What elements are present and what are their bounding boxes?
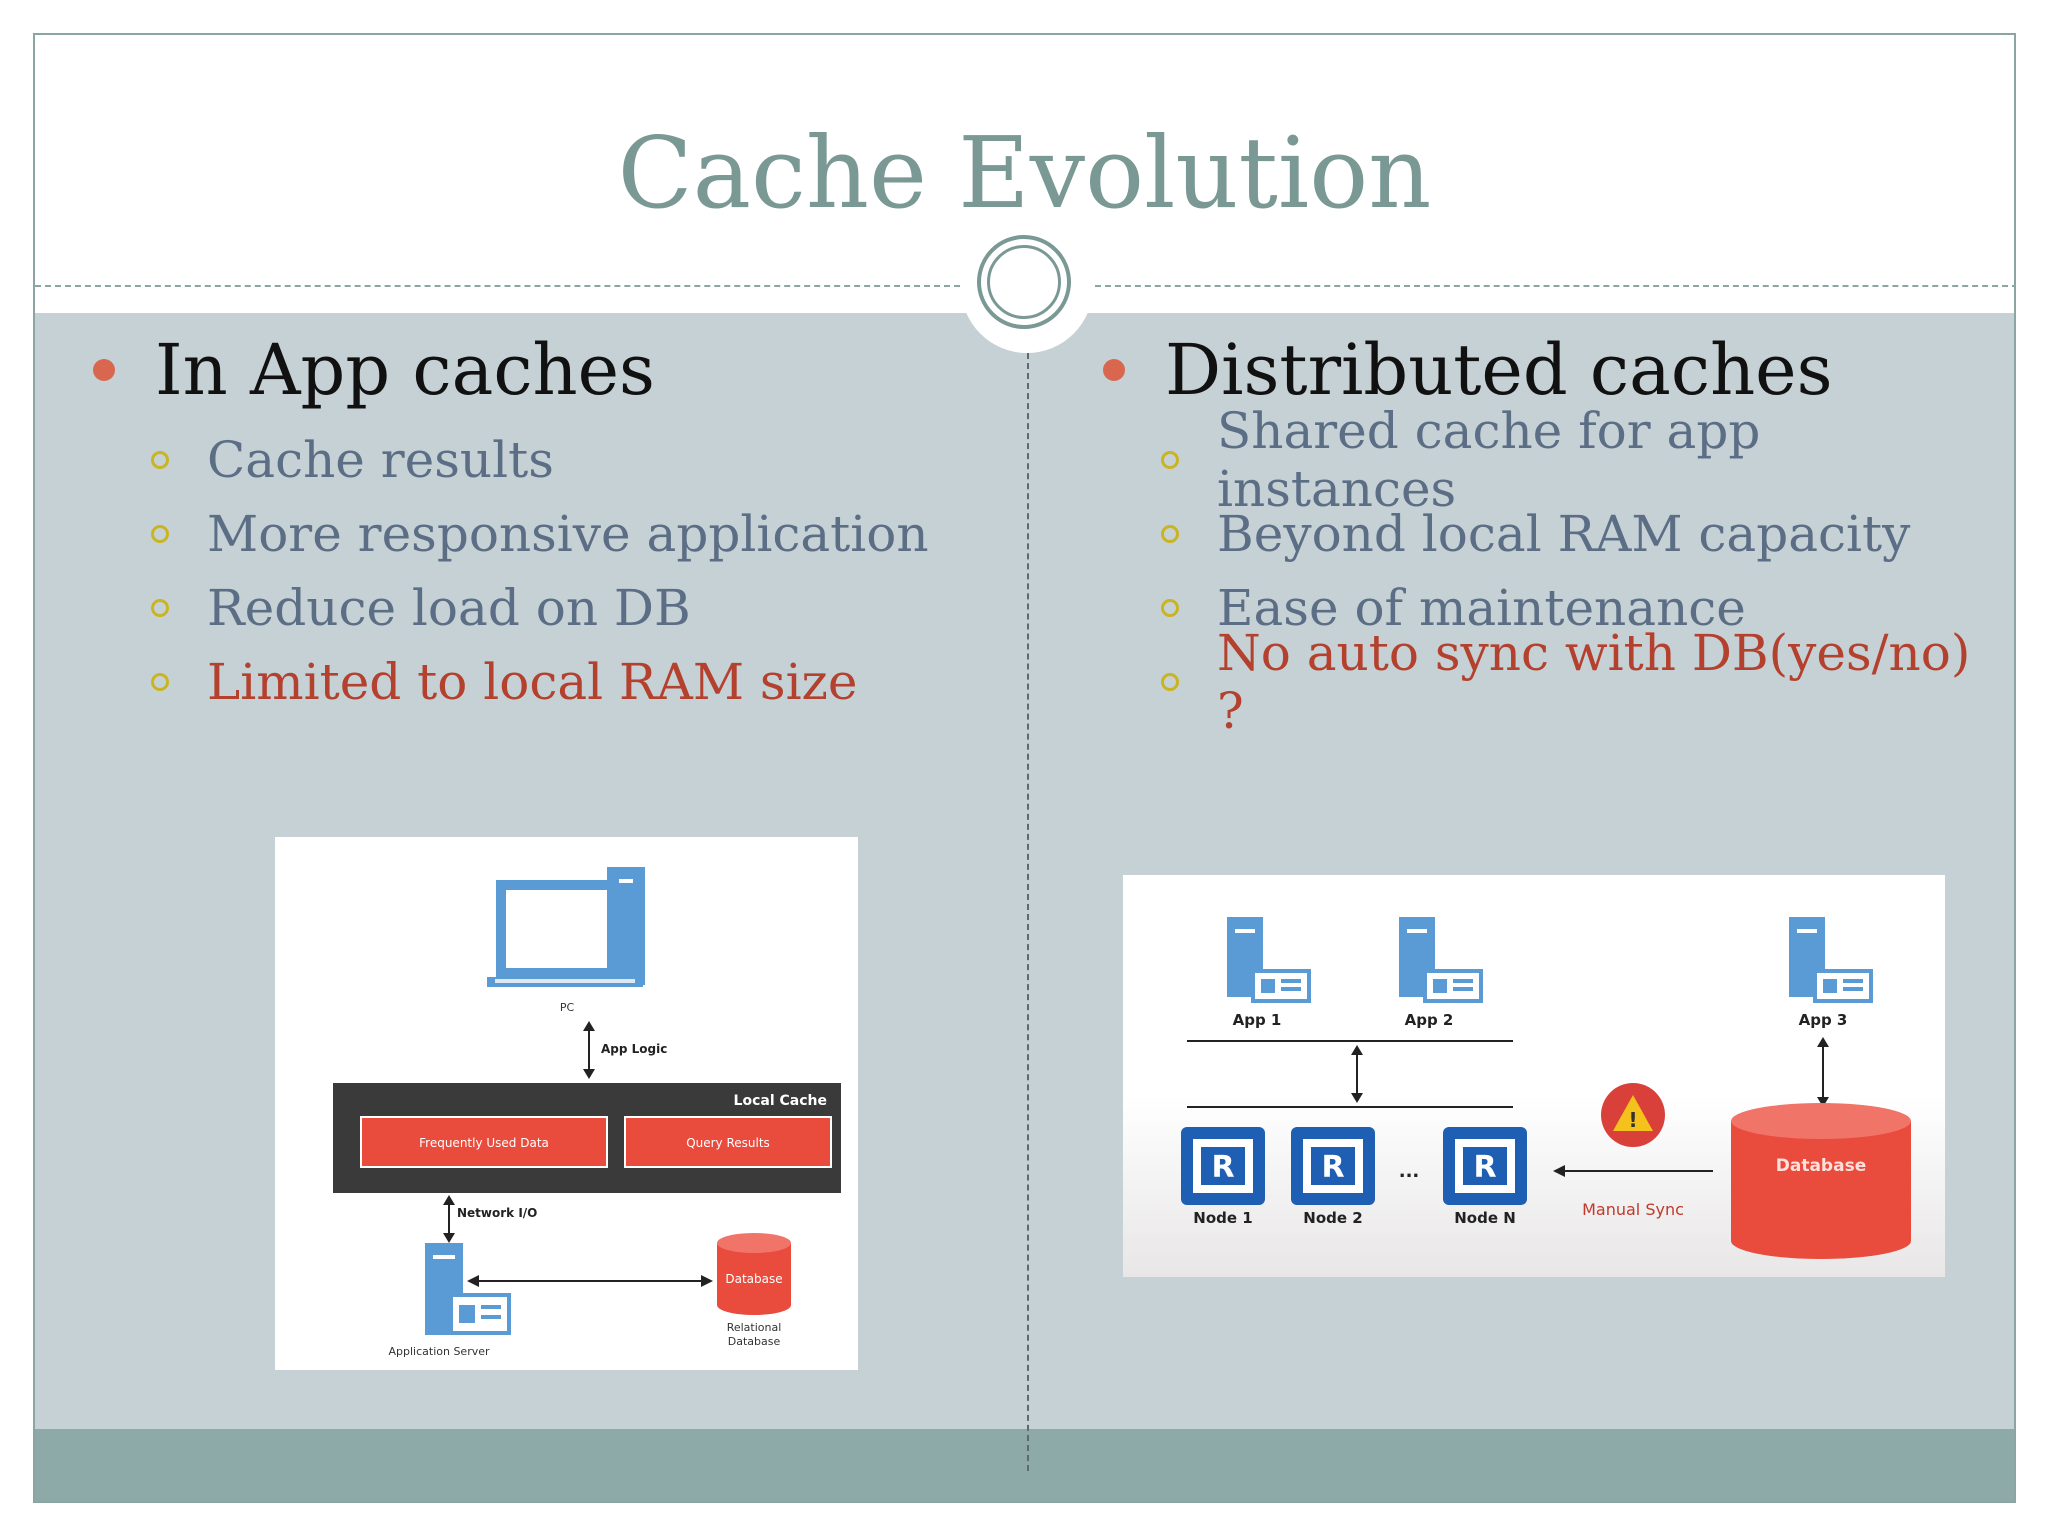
list-item-text: Beyond local RAM capacity [1217,505,1911,563]
bullet-dot-icon [93,359,115,381]
manual-sync-label: Manual Sync [1582,1200,1684,1219]
application-server-label: Application Server [388,1345,490,1358]
warning-glyph: ! [1628,1108,1637,1132]
distributed-cache-diagram: App 1 App 2 App 3 [1123,875,1945,1277]
app2-label: App 2 [1405,1011,1454,1029]
arrow-head-icon [443,1195,455,1205]
list-item-text: More responsive application [207,505,929,563]
arrow-head-icon [1351,1045,1363,1055]
arrow-head-icon [1553,1165,1565,1177]
node1-label: Node 1 [1193,1209,1252,1227]
slide: Cache Evolution In App caches Cache resu… [33,33,2016,1503]
list-item-text: Reduce load on DB [207,579,691,637]
title-divider-right [1095,285,2014,287]
app2-server-icon [1399,917,1483,1003]
ring-bullet-icon [1161,673,1179,691]
frequently-used-box [360,1116,608,1168]
arrow-head-icon [701,1275,713,1287]
list-item-warning: No auto sync with DB(yes/no) ? [1161,624,2003,740]
ring-bullet-icon [151,525,169,543]
ring-bullet-icon [1161,451,1179,469]
app3-label: App 3 [1799,1011,1848,1029]
database-icon [717,1233,791,1315]
right-heading-text: Distributed caches [1165,329,1833,411]
local-cache-label: Local Cache [734,1093,827,1109]
divider-circle-icon [977,235,1071,329]
title-divider-left [35,285,960,287]
arrow-head-icon [583,1021,595,1031]
arrow-head-icon [583,1069,595,1079]
list-item: Shared cache for app instances [1161,402,2003,518]
redis-node2-icon [1291,1127,1375,1205]
column-divider [1027,353,1029,1471]
pc-label: PC [560,1001,575,1014]
ring-bullet-icon [1161,599,1179,617]
network-io-label: Network I/O [457,1206,537,1220]
application-server-icon [425,1243,511,1335]
list-item: Cache results [151,423,993,497]
ring-bullet-icon [151,599,169,617]
redis-noden-icon [1443,1127,1527,1205]
bullet-dot-icon [1103,359,1125,381]
right-items: Shared cache for app instances Beyond lo… [1103,402,2003,740]
app1-server-icon [1227,917,1311,1003]
node2-label: Node 2 [1303,1209,1362,1227]
ring-bullet-icon [151,451,169,469]
list-item-text: Shared cache for app instances [1217,402,1761,518]
left-column: In App caches Cache results More respons… [93,325,993,719]
left-heading-text: In App caches [155,329,655,411]
database-label: Database [725,1272,782,1286]
app3-server-icon [1789,917,1873,1003]
list-item-text: No auto sync with DB(yes/no) ? [1217,624,1971,740]
frequently-used-label: Frequently Used Data [419,1136,549,1150]
query-results-box [624,1116,832,1168]
arrow-head-icon [467,1275,479,1287]
list-item-text: Ease of maintenance [1217,579,1746,637]
list-item: Reduce load on DB [151,571,993,645]
app-logic-label: App Logic [601,1042,667,1056]
pc-icon [487,867,645,987]
left-items: Cache results More responsive applicatio… [93,423,993,719]
database-label: Database [1776,1156,1866,1176]
arrow-head-icon [1817,1037,1829,1047]
arrow-head-icon [443,1233,455,1243]
relational-database-label: Database [728,1335,781,1348]
list-item: More responsive application [151,497,993,571]
redis-node1-icon [1181,1127,1265,1205]
query-results-label: Query Results [686,1136,770,1150]
list-item: Beyond local RAM capacity [1161,497,2003,571]
database-icon [1731,1103,1911,1259]
in-app-cache-diagram: PC App Logic Local Cache Frequently Used… [275,837,858,1370]
footer-bar [35,1429,2014,1501]
redis-noden-glyph: R [1473,1150,1496,1185]
warning-triangle-icon [1613,1095,1653,1131]
redis-node1-glyph: R [1211,1150,1234,1185]
list-item-text: Cache results [207,431,554,489]
right-heading: Distributed caches [1103,325,2003,415]
list-item-text: Limited to local RAM size [207,653,858,711]
node-ellipsis: ... [1399,1161,1420,1182]
redis-node2-glyph: R [1321,1150,1344,1185]
ring-bullet-icon [1161,525,1179,543]
noden-label: Node N [1454,1209,1516,1227]
app1-label: App 1 [1233,1011,1282,1029]
relational-label: Relational [727,1321,782,1334]
left-heading: In App caches [93,325,993,415]
slide-title: Cache Evolution [617,117,1432,231]
list-item-warning: Limited to local RAM size [151,645,993,719]
list-item: Ease of maintenance [1161,571,2003,645]
right-column: Distributed caches Shared cache for app … [1103,325,2003,740]
arrow-head-icon [1817,1097,1829,1107]
ring-bullet-icon [151,673,169,691]
arrow-head-icon [1351,1093,1363,1103]
